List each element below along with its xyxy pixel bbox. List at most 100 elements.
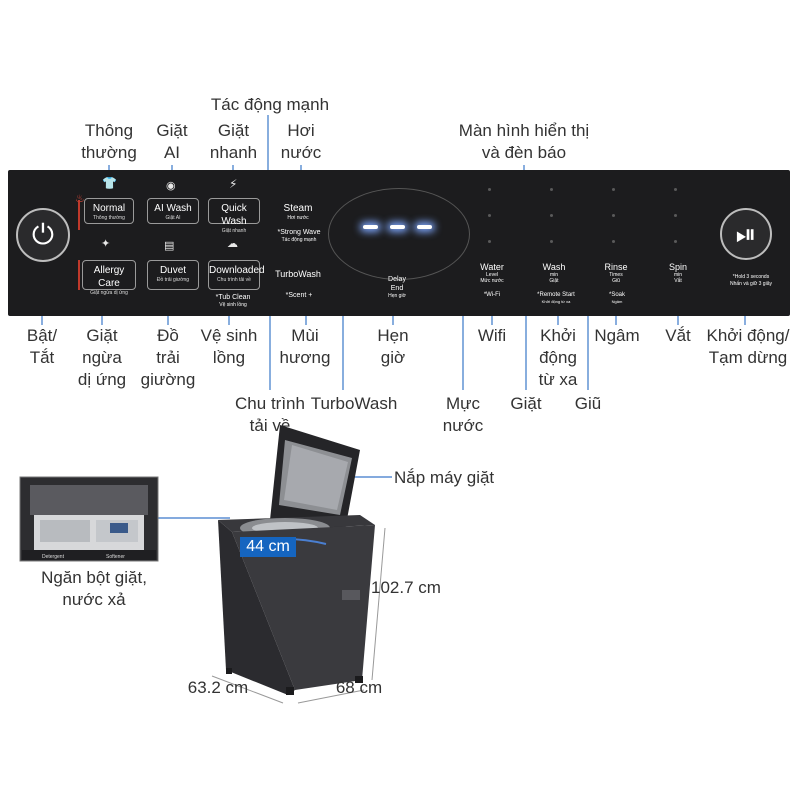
label-scent: Mùi hương — [279, 326, 331, 367]
quick-wash-sublabel: Giặt nhanh — [221, 228, 247, 234]
tub-clean-button[interactable]: *Tub Clean Vệ sinh lồng — [208, 293, 258, 308]
label-allergy-care: Giặt ngừa dị ứng — [77, 326, 127, 389]
water-sublabel: Mức nước — [480, 278, 504, 284]
label-delay-end: Hẹn giờ — [377, 326, 409, 367]
depth-dimension: 63.2 cm — [187, 678, 249, 697]
power-icon: ⏻ — [31, 219, 55, 250]
water-level-button[interactable]: Water Level Mức nước — [470, 262, 514, 284]
steam-button[interactable]: Steam Hơi nước — [273, 203, 323, 222]
remote-start-button[interactable]: *Remote Start Khởi động từ xa — [526, 292, 586, 304]
quick-icon: ⚡ — [229, 177, 238, 191]
steam-label: Steam — [283, 203, 313, 214]
start-pause-button[interactable]: ⏯ — [720, 208, 772, 260]
hold-hint-line1: *Hold 3 seconds — [732, 274, 770, 280]
allergy-care-button[interactable]: Allergy Care Giặt ngừa dị ứng — [82, 260, 136, 296]
label-tub-clean: Vệ sinh lồng — [200, 326, 258, 367]
steam-sublabel: Hơi nước — [287, 215, 309, 221]
label-display: Màn hình hiển thị và đèn báo — [458, 121, 590, 162]
thermometer-icon: ♨ — [75, 193, 85, 205]
duvet-button[interactable]: Duvet Đồ trải giường — [147, 260, 199, 290]
downloaded-sublabel: Chu trình tải về — [217, 277, 251, 283]
water-label: Water — [480, 262, 504, 272]
power-button[interactable]: ⏻ — [16, 208, 70, 262]
ai-wash-sublabel: Giặt AI — [165, 215, 181, 221]
drum-diameter-label: 44 cm — [240, 537, 296, 557]
allergy-icon: ✦ — [101, 238, 111, 250]
shirt-icon: 👕 — [102, 176, 117, 190]
ai-wash-label: AI Wash — [154, 203, 192, 214]
drawer-softener-text: Softener — [106, 554, 125, 560]
duvet-icon: ▤ — [164, 240, 175, 252]
end-label: End — [390, 285, 404, 292]
spin-button[interactable]: Spin min Vắt — [658, 262, 698, 284]
label-steam: Hơi nước — [280, 121, 322, 162]
label-quick-wash: Giặt nhanh — [209, 121, 258, 162]
rinse-unit: Times — [609, 272, 623, 278]
label-rinse: Giũ — [574, 394, 602, 413]
quick-wash-label: Quick Wash — [221, 203, 247, 227]
label-duvet: Đồ trải giường — [140, 326, 196, 389]
tub-clean-label: *Tub Clean — [215, 294, 251, 301]
spin-label: Spin — [668, 262, 687, 272]
turbowash-button[interactable]: TurboWash — [275, 269, 321, 279]
label-ai-wash: Giặt AI — [156, 121, 188, 162]
tub-clean-sublabel: Vệ sinh lồng — [219, 302, 247, 308]
soak-label: *Soak — [608, 292, 625, 298]
remote-start-label: *Remote Start — [537, 292, 575, 298]
label-wifi: Wifi — [477, 326, 507, 345]
width-dimension: 68 cm — [335, 678, 383, 697]
downloaded-label: Downloaded — [209, 265, 265, 276]
normal-button[interactable]: Normal Thông thường — [84, 198, 134, 224]
soak-button[interactable]: *Soak Ngâm — [600, 292, 634, 304]
label-remote-start: Khởi động từ xa — [538, 326, 578, 389]
rinse-sublabel: Giũ — [612, 278, 620, 284]
red-indicator-top — [78, 200, 80, 230]
detergent-drawer-photo: Detergent Softener — [19, 476, 159, 562]
rinse-button[interactable]: Rinse Times Giũ — [594, 262, 638, 284]
height-dimension: 102.7 cm — [371, 578, 441, 597]
ai-wash-button[interactable]: AI Wash Giặt AI — [147, 198, 199, 224]
delay-end-button[interactable]: Delay End Hẹn giờ — [372, 275, 422, 300]
display-ring — [328, 188, 470, 280]
spin-unit: min — [673, 272, 683, 278]
normal-sublabel: Thông thường — [93, 215, 125, 221]
label-start-pause: Khởi động/ Tạm dừng — [706, 326, 790, 367]
strong-wave-label: *Strong Wave — [277, 229, 321, 236]
label-wash: Giặt — [510, 394, 542, 413]
duvet-label: Duvet — [159, 265, 187, 276]
label-downloaded: Chu trình tải về — [235, 394, 305, 435]
label-strong-wave: Tác động mạnh — [210, 95, 330, 114]
quick-wash-button[interactable]: Quick Wash Giặt nhanh — [208, 198, 260, 234]
label-soak: Ngâm — [594, 326, 640, 345]
label-spin: Vắt — [665, 326, 691, 345]
scent-button[interactable]: *Scent + — [285, 292, 313, 299]
normal-label: Normal — [92, 203, 126, 214]
play-pause-icon: ⏯ — [735, 219, 757, 249]
wash-button[interactable]: Wash min Giặt — [532, 262, 576, 284]
delay-label: Delay — [388, 276, 406, 283]
spin-sublabel: Vắt — [674, 278, 682, 284]
wash-unit: min — [549, 272, 559, 278]
strong-wave-button[interactable]: *Strong Wave Tác động mạnh — [274, 228, 324, 243]
display-digits — [363, 225, 433, 231]
wash-label: Wash — [542, 262, 566, 272]
label-power: Bật/ Tắt — [26, 326, 58, 367]
hold-hint-line2: Nhấn và giữ 3 giây — [730, 281, 772, 287]
wifi-button[interactable]: *Wi-Fi — [483, 292, 501, 298]
allergy-care-label: Allergy Care — [93, 265, 125, 289]
strong-wave-sublabel: Tác động mạnh — [281, 237, 317, 243]
water-level-text: Level — [486, 272, 498, 278]
hold-hint: *Hold 3 seconds Nhấn và giữ 3 giây — [718, 274, 784, 288]
wash-sublabel: Giặt — [549, 278, 559, 284]
label-turbowash: TurboWash — [310, 394, 398, 413]
label-lid: Nắp máy giặt — [394, 468, 495, 487]
downloaded-button[interactable]: Downloaded Chu trình tải về — [208, 260, 265, 290]
allergy-care-sublabel: Giặt ngừa dị ứng — [90, 290, 128, 296]
duvet-sublabel: Đồ trải giường — [156, 277, 190, 283]
label-detergent-drawer: Ngăn bột giặt, nước xả — [41, 568, 147, 609]
label-normal-program: Thông thường — [81, 121, 137, 162]
soak-sublabel: Ngâm — [611, 299, 623, 304]
cloud-download-icon: ☁ — [227, 238, 238, 250]
ai-icon: ◉ — [166, 180, 176, 192]
